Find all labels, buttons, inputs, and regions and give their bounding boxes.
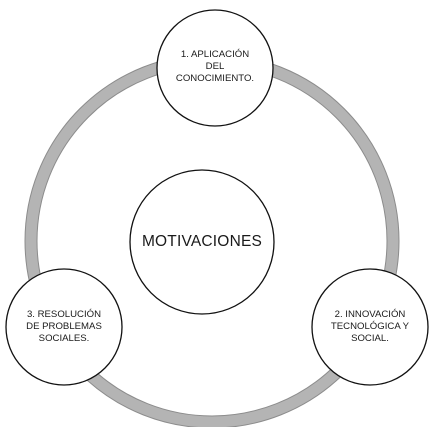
node-label-1: 1. APLICACIÓN DEL CONOCIMIENTO. xyxy=(175,49,255,84)
center-label: MOTIVACIONES xyxy=(141,233,263,250)
node-label-3: 3. RESOLUCIÓN DE PROBLEMAS SOCIALES. xyxy=(26,309,102,344)
node-circle-1 xyxy=(156,9,274,127)
node-label-2: 2. INNOVACIÓN TECNOLÓGICA Y SOCIAL. xyxy=(330,309,410,344)
center-circle xyxy=(129,169,275,315)
node-circle-3 xyxy=(5,268,123,386)
node-circle-2 xyxy=(311,268,429,386)
